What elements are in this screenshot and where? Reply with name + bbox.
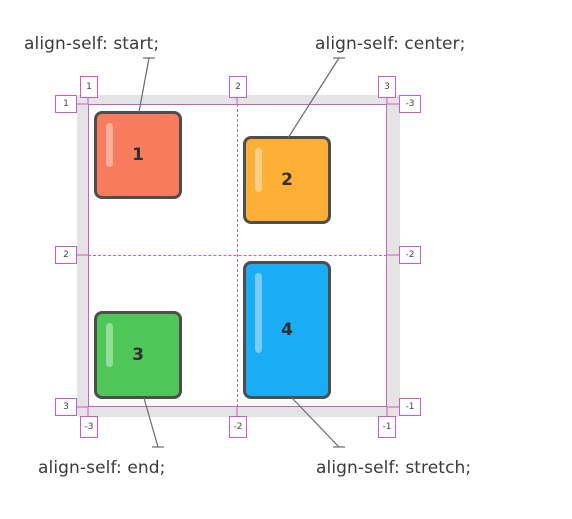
row-line-tag-right-1: -3 — [399, 95, 421, 113]
caption-align-self-stretch: align-self: stretch; — [316, 458, 472, 478]
item-label: 1 — [132, 145, 144, 165]
grid-item-3: 3 — [94, 311, 182, 399]
row-line-tag-right-2: -2 — [399, 246, 421, 264]
grid-item-1: 1 — [94, 111, 182, 199]
item-label: 2 — [281, 170, 293, 190]
column-line-tag-top-1: 1 — [80, 76, 98, 98]
column-line-tag-top-3: 3 — [378, 76, 396, 98]
row-line-tag-left-3: 3 — [55, 398, 77, 416]
row-line-tag-left-1: 1 — [55, 95, 77, 113]
row-line-tag-right-3: -1 — [399, 398, 421, 416]
caption-align-self-start: align-self: start; — [24, 34, 160, 54]
item-highlight — [106, 123, 113, 167]
column-line-tag-bottom-3: -1 — [378, 416, 396, 438]
item-label: 3 — [132, 345, 144, 365]
grid-item-2: 2 — [243, 136, 331, 224]
grid-item-4: 4 — [243, 261, 331, 399]
item-label: 4 — [281, 320, 293, 340]
column-line-tag-top-2: 2 — [229, 76, 247, 98]
caption-align-self-end: align-self: end; — [38, 458, 166, 478]
column-line-tag-bottom-1: -3 — [80, 416, 98, 438]
caption-align-self-center: align-self: center; — [315, 34, 466, 54]
row-line-2 — [88, 255, 387, 256]
item-highlight — [106, 323, 113, 367]
row-line-tag-left-2: 2 — [55, 246, 77, 264]
item-highlight — [255, 273, 262, 353]
column-line-tag-bottom-2: -2 — [229, 416, 247, 438]
item-highlight — [255, 148, 262, 192]
